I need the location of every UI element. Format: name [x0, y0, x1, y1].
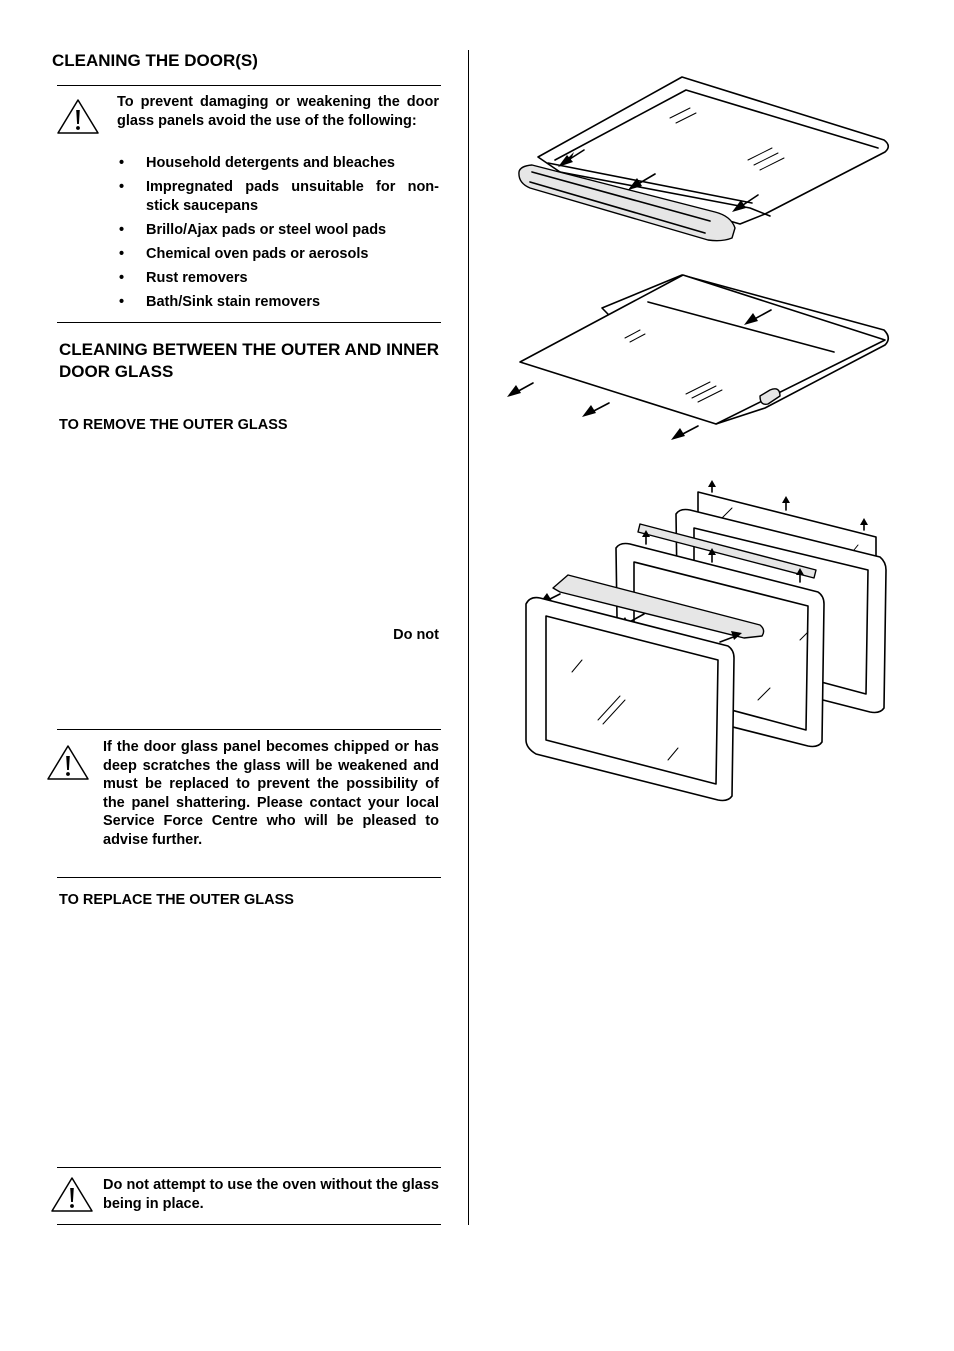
warning-use-without-glass: Do not attempt to use the oven without t…	[103, 1177, 439, 1212]
divider	[57, 1224, 441, 1225]
divider	[57, 85, 441, 86]
subheading-remove: TO REMOVE THE OUTER GLASS	[59, 417, 288, 433]
divider	[57, 1167, 441, 1168]
warning-intro: To prevent damaging or weakening the doo…	[117, 94, 439, 129]
door-trim-removal-illustration	[518, 76, 890, 242]
list-item: Household detergents and bleaches	[117, 154, 439, 173]
door-illustrations	[507, 76, 890, 802]
warning-triangle-icon	[47, 745, 89, 780]
list-item: Impregnated pads unsuitable for non-stic…	[117, 178, 439, 215]
divider	[57, 322, 441, 323]
section-heading: CLEANING BETWEEN THE OUTER AND INNER DOO…	[59, 340, 439, 381]
list-item: Rust removers	[117, 269, 439, 288]
subheading-replace: TO REPLACE THE OUTER GLASS	[59, 892, 294, 908]
door-glass-panels-exploded-illustration	[525, 480, 887, 802]
column-divider	[468, 50, 469, 1225]
list-item: Brillo/Ajax pads or steel wool pads	[117, 221, 439, 240]
divider	[57, 877, 441, 878]
divider	[57, 729, 441, 730]
section-title: CLEANING THE DOOR(S)	[52, 51, 258, 70]
list-item: Chemical oven pads or aerosols	[117, 245, 439, 264]
body-text-fragment: Do not	[393, 627, 439, 643]
avoid-list: Household detergents and bleaches Impreg…	[117, 154, 439, 317]
outer-glass-removal-illustration	[507, 274, 890, 440]
warning-triangle-icon	[51, 1177, 93, 1212]
warning-triangle-icon	[57, 99, 99, 134]
warning-chipped-glass: If the door glass panel becomes chipped …	[103, 739, 439, 848]
list-item: Bath/Sink stain removers	[117, 293, 439, 312]
